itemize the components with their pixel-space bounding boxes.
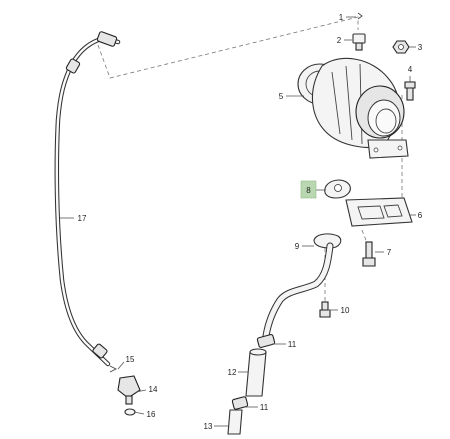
callout-2: 2 (337, 36, 342, 45)
part-15-clip (109, 365, 118, 373)
part-3-nut (392, 40, 410, 54)
part-9-oil-drain-tube (262, 233, 342, 340)
callout-10: 10 (341, 306, 350, 315)
callout-3: 3 (418, 43, 423, 52)
callout-14: 14 (149, 385, 158, 394)
part-11-lower-clamp (231, 396, 249, 410)
part-10-bolt (319, 301, 331, 318)
callout-8-highlight (300, 180, 317, 199)
callout-9: 9 (295, 242, 300, 251)
callout-4: 4 (408, 65, 413, 74)
part-2-connector (352, 33, 366, 51)
callout-8: 8 (306, 186, 311, 195)
part-13-tube-end (227, 409, 243, 435)
callout-15: 15 (126, 355, 135, 364)
callout-12: 12 (228, 368, 237, 377)
callout-6: 6 (418, 211, 423, 220)
part-5-turbocharger (297, 57, 409, 159)
part-6-exhaust-gasket (345, 197, 413, 227)
callout-11-lower: 11 (260, 403, 269, 412)
part-1-clip (357, 12, 363, 20)
leader-lines (60, 16, 416, 427)
part-4-stud (404, 81, 416, 101)
part-17-oil-feed-tube (54, 31, 121, 367)
callout-17: 17 (78, 214, 87, 223)
part-11-upper-clamp (256, 333, 276, 349)
callout-labels: 1 2 3 4 5 6 7 8 9 10 11 12 11 13 15 14 1… (78, 13, 423, 431)
part-16-washer (124, 408, 136, 416)
callout-1: 1 (339, 13, 344, 22)
callout-5: 5 (279, 92, 284, 101)
part-8-oil-gasket (324, 179, 351, 199)
part-7-bolt (362, 241, 376, 267)
callout-16: 16 (147, 410, 156, 419)
part-12-hose (245, 348, 267, 397)
callout-11-upper: 11 (288, 340, 297, 349)
part-14-fitting (117, 375, 141, 405)
callout-13: 13 (204, 422, 213, 431)
callout-7: 7 (387, 248, 392, 257)
